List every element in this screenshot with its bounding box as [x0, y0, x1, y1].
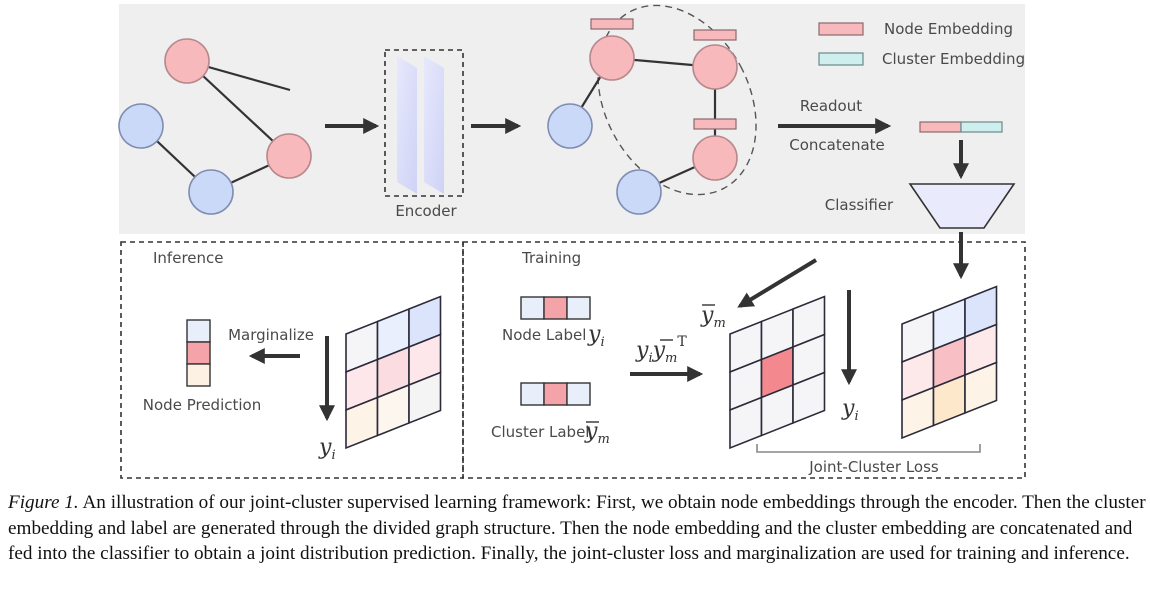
- node-pink-3: [589, 35, 635, 81]
- product-label: yiymT: [635, 334, 687, 366]
- classifier-shape: [908, 183, 1016, 229]
- node-prediction-label: Node Prediction: [143, 396, 261, 414]
- predicted-joint-matrix: [901, 285, 998, 440]
- marginalize-label: Marginalize: [228, 326, 314, 344]
- framework-figure: Encoder Node Embedding Cluster Embedding…: [118, 4, 1026, 479]
- target-ym: ym: [700, 303, 726, 331]
- node-label-yi: yi: [587, 322, 605, 350]
- matrix-cell: [964, 361, 998, 415]
- node-pink-4: [692, 44, 738, 90]
- inference-joint-matrix: [345, 295, 442, 450]
- node-embedding-bars: [590, 18, 737, 130]
- concatenated-embedding: [919, 121, 1003, 133]
- cluster-label-vector: [520, 382, 591, 406]
- cluster-label-ym: ym: [584, 419, 610, 447]
- node-pink-5: [692, 135, 738, 181]
- input-graph-nodes: [118, 38, 312, 215]
- cluster-label-text: Cluster Label: [491, 423, 589, 441]
- node-blue-1: [118, 103, 164, 149]
- node-pink-1: [164, 38, 210, 84]
- legend-node-swatch: [818, 22, 864, 36]
- embedded-graph-nodes: [547, 35, 738, 215]
- joint-cluster-loss-label: Joint-Cluster Loss: [808, 458, 939, 476]
- loss-bracket: [756, 444, 981, 453]
- caption-text: An illustration of our joint-cluster sup…: [8, 492, 1146, 564]
- inference-title: Inference: [153, 249, 224, 267]
- legend-cluster-label: Cluster Embedding: [882, 50, 1025, 68]
- caption-label: Figure 1.: [8, 492, 79, 513]
- node-pink-2: [266, 133, 312, 179]
- node-blue-2: [188, 169, 234, 215]
- node-label-text: Node Label: [502, 326, 586, 344]
- figure-caption: Figure 1. An illustration of our joint-c…: [8, 490, 1146, 567]
- training-target-matrix: [729, 295, 826, 450]
- legend-cluster-swatch: [818, 52, 864, 66]
- training-title: Training: [521, 249, 581, 267]
- inference-yi: yi: [318, 435, 336, 463]
- node-label-vector: [520, 296, 591, 320]
- node-prediction-vector: [186, 319, 211, 387]
- cluster-boundary: [597, 4, 757, 196]
- target-yi: yi: [841, 396, 859, 424]
- node-blue-4: [616, 169, 662, 215]
- node-blue-3: [547, 103, 593, 149]
- legend-node-label: Node Embedding: [884, 20, 1013, 38]
- encoder-block: [384, 49, 464, 197]
- readout-label: Readout: [800, 97, 862, 115]
- arrow-ym-diagonal: [737, 258, 818, 308]
- training-panel: [462, 241, 1026, 479]
- encoder-label: Encoder: [395, 202, 457, 220]
- matrix-cell: [408, 371, 442, 425]
- matrix-cell: [792, 371, 826, 425]
- concatenate-label: Concatenate: [789, 136, 885, 154]
- classifier-label: Classifier: [825, 196, 894, 214]
